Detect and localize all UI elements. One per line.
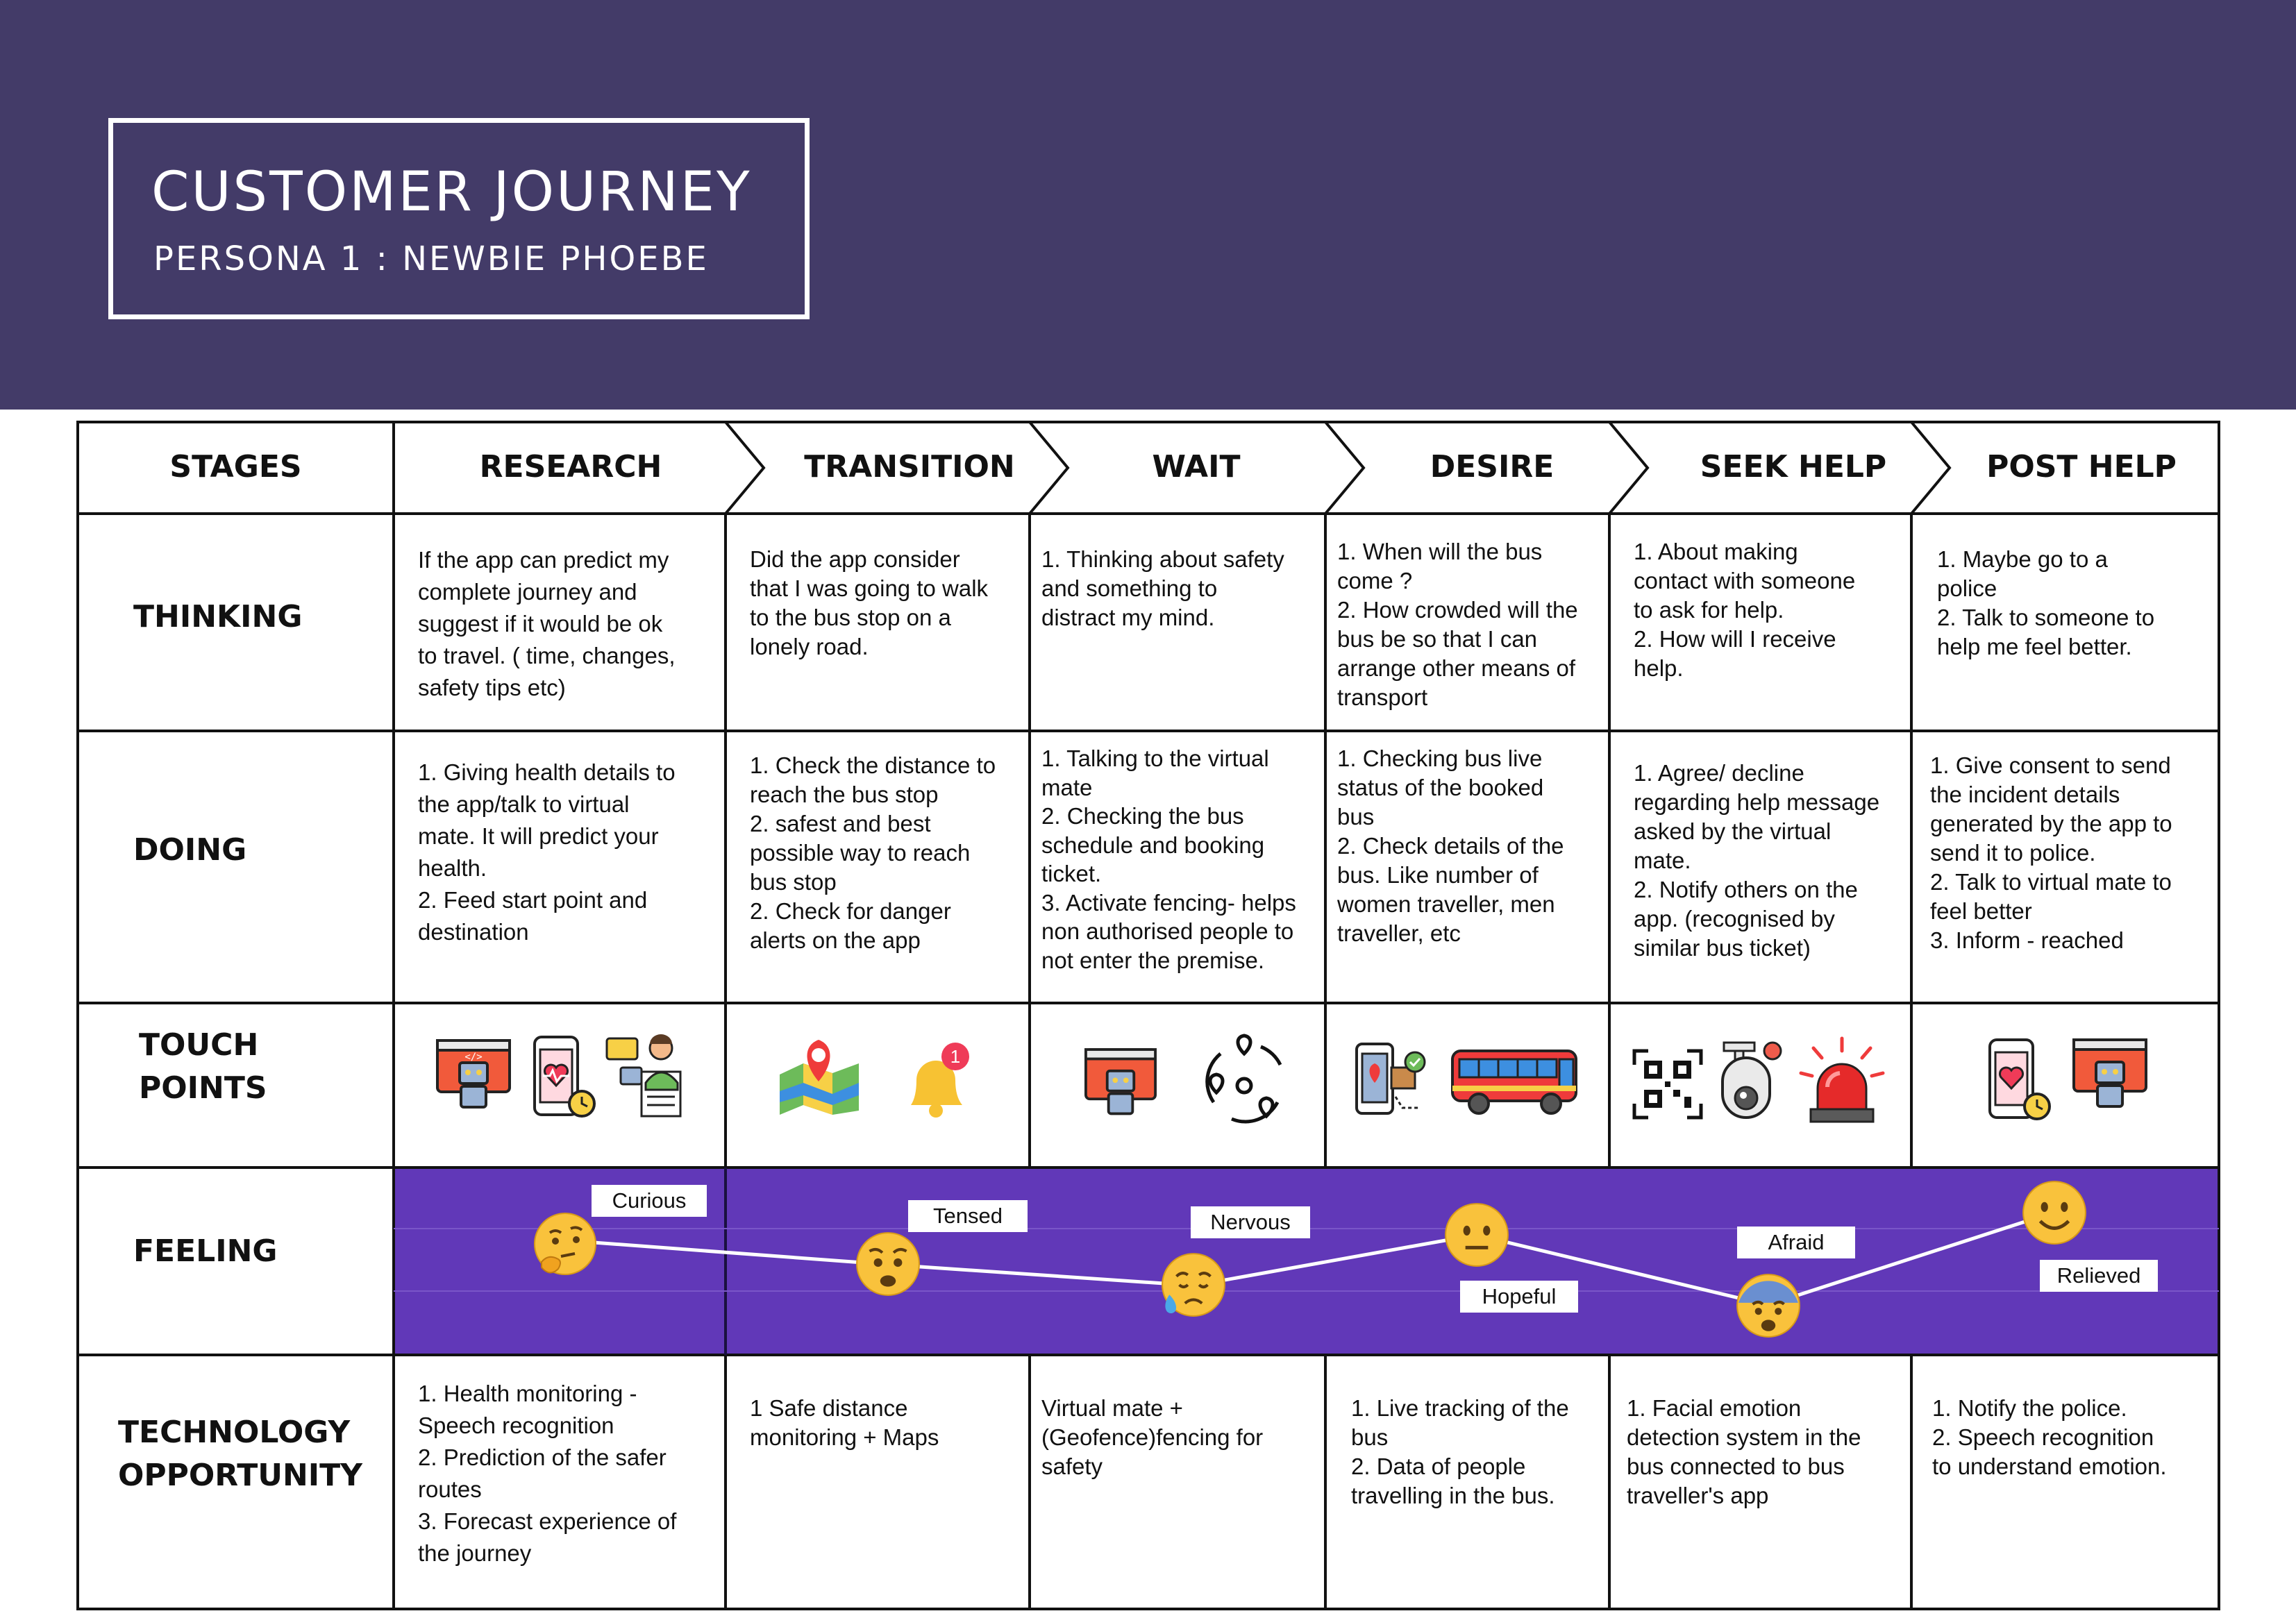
header-band: CUSTOMER JOURNEY PERSONA 1 : NEWBIE PHOE… [0, 0, 2296, 410]
worried-face-icon [856, 1232, 920, 1296]
sad-sweat-face-icon [1162, 1253, 1225, 1317]
row-label-doing: DOING [133, 832, 247, 868]
emotion-label-relieved: Relieved [2040, 1260, 2158, 1292]
row-label-touch-points: TOUCH POINTS [139, 1027, 267, 1106]
technology-cell-post-help: 1. Notify the police.2. Speech recogniti… [1932, 1395, 2167, 1479]
bus-icon [1451, 1050, 1577, 1115]
row-label-thinking: THINKING [133, 599, 303, 634]
emotion-label-curious: Curious [592, 1185, 707, 1217]
thinking-face-icon [534, 1213, 596, 1275]
robot-app-icon [2072, 1038, 2147, 1108]
emotion-label-afraid: Afraid [1737, 1227, 1855, 1258]
smiling-face-icon [2022, 1181, 2086, 1245]
svg-text:</>: </> [464, 1052, 482, 1063]
emotion-label-nervous: Nervous [1191, 1206, 1310, 1238]
health-phone-icon [533, 1036, 596, 1118]
phone-tracking-icon [1355, 1043, 1426, 1115]
technology-cell-research: 1. Health monitoring -Speech recognition… [418, 1381, 677, 1566]
stage-wait: WAIT [1152, 448, 1241, 484]
stage-seek-help: SEEK HELP [1700, 448, 1887, 484]
emotion-label-tensed: Tensed [908, 1200, 1028, 1232]
page-title: CUSTOMER JOURNEY [151, 161, 752, 224]
robot-app-icon: </> [436, 1039, 511, 1109]
row-label-technology: TECHNOLOGY OPPORTUNITY [118, 1415, 363, 1493]
robot-app-icon [1084, 1048, 1157, 1115]
map-pin-icon [780, 1040, 859, 1115]
siren-icon [1799, 1036, 1885, 1123]
title-box: CUSTOMER JOURNEY PERSONA 1 : NEWBIE PHOE… [108, 118, 810, 319]
neutral-face-icon [1445, 1203, 1509, 1267]
stage-post-help: POST HELP [1986, 448, 2177, 484]
notification-badge-count: 1 [950, 1046, 960, 1067]
row-label-feeling: FEELING [133, 1233, 278, 1269]
emotion-label-hopeful: Hopeful [1460, 1281, 1578, 1313]
cctv-camera-icon [1721, 1041, 1782, 1119]
stage-research: RESEARCH [479, 448, 662, 484]
stage-desire: DESIRE [1430, 448, 1555, 484]
qr-code-icon [1632, 1049, 1703, 1120]
persona-subtitle: PERSONA 1 : NEWBIE PHOEBE [153, 239, 709, 278]
notification-bell-icon: 1 [911, 1043, 969, 1118]
health-phone-icon [1988, 1038, 2051, 1120]
geofence-icon [1205, 1034, 1282, 1124]
fearful-face-icon [1736, 1274, 1800, 1338]
stage-transition: TRANSITION [804, 448, 1015, 484]
virtual-assistant-icon [605, 1034, 682, 1118]
stage-chevron [1324, 421, 1366, 515]
stages-header: STAGES [169, 448, 302, 484]
